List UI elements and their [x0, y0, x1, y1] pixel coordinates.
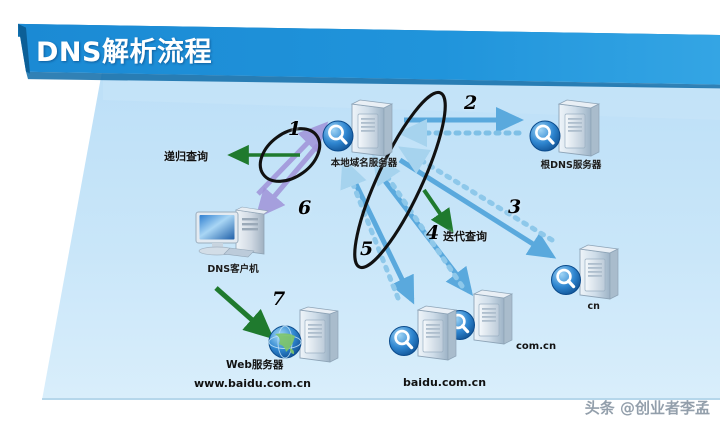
ellipse-recursive-highlight	[258, 127, 322, 183]
node-label: cn	[587, 301, 600, 312]
node-web-server	[266, 306, 358, 382]
ellipse-iterative-highlight	[353, 90, 447, 270]
node-label: 根DNS服务器	[540, 160, 602, 171]
arrow-iterative-query	[422, 188, 454, 234]
node-dns-client: DNS客户机	[190, 204, 276, 282]
node-label: 本地域名服务器	[330, 158, 398, 169]
step-number-5: 5	[360, 238, 374, 260]
arrow-step-7	[214, 286, 274, 340]
step-number-1: 1	[288, 118, 302, 140]
page-title: DNS解析流程	[36, 37, 212, 68]
node-comcn-server	[442, 288, 530, 364]
arrow-return-cn	[398, 146, 555, 243]
node-root-dns-server: 根DNS服务器	[525, 98, 617, 180]
node-label: DNS客户机	[207, 264, 259, 275]
node-local-dns-server: 本地域名服务器	[318, 98, 410, 180]
watermark-text: 头条 @创业者李孟	[584, 399, 710, 417]
server-search-icon	[445, 289, 514, 345]
step-number-6: 6	[298, 197, 312, 219]
server-globe-icon	[268, 306, 339, 363]
step-number-4: 4	[426, 222, 440, 244]
title-banner	[18, 23, 720, 89]
arrow-step-5	[349, 174, 415, 305]
step-number-2: 2	[464, 92, 478, 114]
step-number-7: 7	[272, 288, 286, 310]
server-search-icon	[551, 244, 620, 300]
web-server-url: www.baidu.com.cn	[194, 377, 311, 390]
caption-iterative-query: 迭代查询	[443, 230, 487, 243]
server-search-icon	[322, 99, 394, 157]
arrow-return-comcn	[372, 154, 465, 289]
node-baidu-comcn-server	[386, 304, 474, 380]
server-search-icon	[529, 99, 601, 157]
step-number-3: 3	[508, 196, 522, 218]
desktop-computer-icon	[195, 206, 269, 258]
node-label-baidu-comcn: baidu.com.cn	[403, 376, 487, 389]
node-label-comcn: com.cn	[516, 341, 557, 352]
server-search-icon	[389, 305, 458, 361]
node-label-web-server: Web服务器	[226, 359, 284, 371]
arrow-return-baidu	[340, 157, 401, 301]
caption-recursive-query: 递归查询	[164, 150, 208, 163]
node-cn-server: cn	[548, 243, 636, 323]
arrow-step-4	[376, 170, 474, 296]
arrow-step-1	[256, 121, 329, 196]
